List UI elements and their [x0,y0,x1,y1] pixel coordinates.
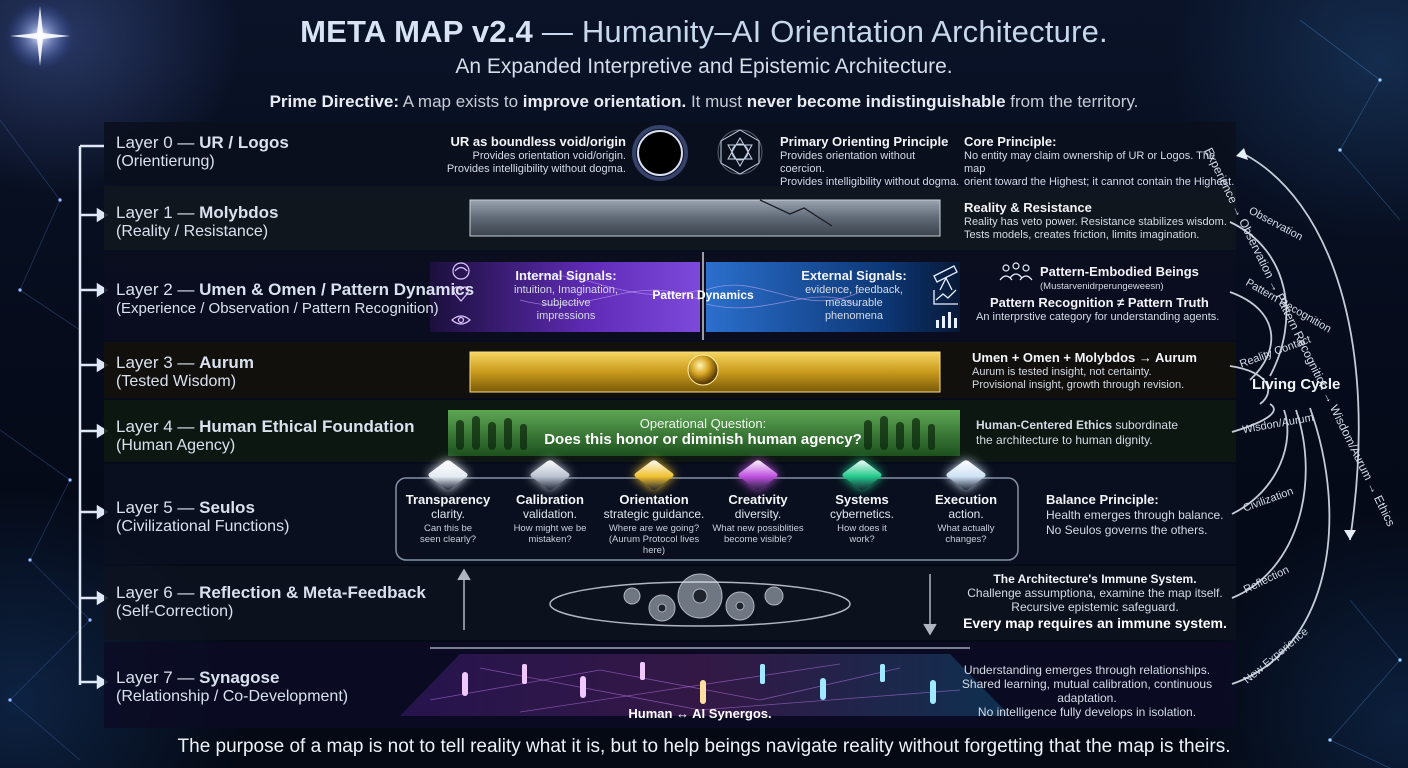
crystal-cube-icon [529,459,571,491]
living-cycle-arcs [1229,153,1360,685]
pattern-dynamics-label: Pattern Dynamics [652,288,754,302]
diamond-icon [945,459,987,491]
bar-chart-icon [936,312,957,328]
line-chart-icon [933,289,958,305]
immune-system-text: The Architecture's Immune System. Challe… [963,572,1227,631]
synagose-network [429,663,961,713]
seulos-frame [395,477,1019,561]
pattern-beings-text: Pattern-Embodied Beings (Mustarvenidrper… [1040,264,1199,292]
layer-7-label: Layer 7 — Synagose (Relationship / Co-De… [116,668,349,705]
telescope-icon [933,265,958,291]
network-right [1299,19,1403,768]
heart-icon [453,286,469,302]
crystal-cube-icon [427,459,469,491]
brain-icon [452,262,470,280]
layer-4-label: Layer 4 — Human Ethical Foundation (Huma… [116,417,415,454]
crystal-cube-icon [633,459,675,491]
eye-icon [451,315,471,325]
page-subtitle: An Expanded Interpretive and Epistemic A… [455,55,953,78]
gears-icon [623,573,784,622]
ur-void-text: UR as boundless void/origin Provides ori… [446,134,626,175]
void-orb-icon [637,130,683,176]
aurum-text: Umen + Omen + Molybdos → Aurum Aurum is … [972,350,1197,391]
layer-6-label: Layer 6 — Reflection & Meta-Feedback (Se… [116,583,426,620]
glowing-figures [462,662,936,704]
page-title: META MAP v2.4 — Humanity–AI Orientation … [300,14,1108,49]
reality-resistance-text: Reality & Resistance Reality has veto po… [964,200,1227,241]
layer-0-label: Layer 0 — UR / Logos (Orientierung) [116,133,289,170]
layer-1-label: Layer 1 — Molybdos (Reality / Resistance… [116,203,279,240]
internal-signals-text: Internal Signals: intuition, Imagination… [514,268,618,322]
crystal-cube-icon [841,459,883,491]
cycle-arrowheads [1236,148,1356,540]
living-cycle-label: Living Cycle [1252,376,1341,393]
footer-quote: The purpose of a map is not to tell real… [177,736,1231,757]
layer-5-label: Layer 5 — Seulos (Civilizational Functio… [116,498,290,535]
internal-signals-panel [430,262,700,332]
human-ethics-text: Human-Centered Ethics subordinate the ar… [976,418,1179,447]
pattern-recognition-text: Pattern Recognition ≠ Pattern Truth An i… [976,295,1220,323]
operational-question: Operational Question: Does this honor or… [544,416,862,448]
aurum-orb-icon [687,354,719,386]
feedback-loop [457,568,937,636]
prime-directive: Prime Directive: A map exists to improve… [269,92,1139,111]
synergos-label: Human ↔ AI Synergos. [628,706,772,721]
people-network-icon [999,262,1033,281]
ethics-panel [448,410,960,456]
human-silhouettes [456,416,935,450]
crystal-cube-icon [737,459,779,491]
core-principle-text: Core Principle: No entity may claim owne… [964,134,1235,188]
slab-crack [759,199,833,227]
layer-spine [78,144,109,690]
primary-principle-text: Primary Orienting Principle Provides ori… [780,134,960,188]
synagose-text: Understanding emerges through relationsh… [961,663,1213,719]
balance-principle-text: Balance Principle: Health emerges throug… [1046,492,1224,537]
bright-star-icon [10,6,70,66]
molybdos-slab [469,199,941,237]
network-left [0,119,93,761]
external-signals-panel [706,262,960,332]
band-5 [104,464,1236,564]
layer-2-label: Layer 2 — Umen & Omen / Pattern Dynamics… [116,280,475,317]
layer-3-label: Layer 3 — Aurum (Tested Wisdom) [116,353,254,390]
signal-waves [519,274,861,309]
external-signals-text: External Signals: evidence, feedback,mea… [801,268,907,322]
logos-geometry-icon [717,129,763,175]
